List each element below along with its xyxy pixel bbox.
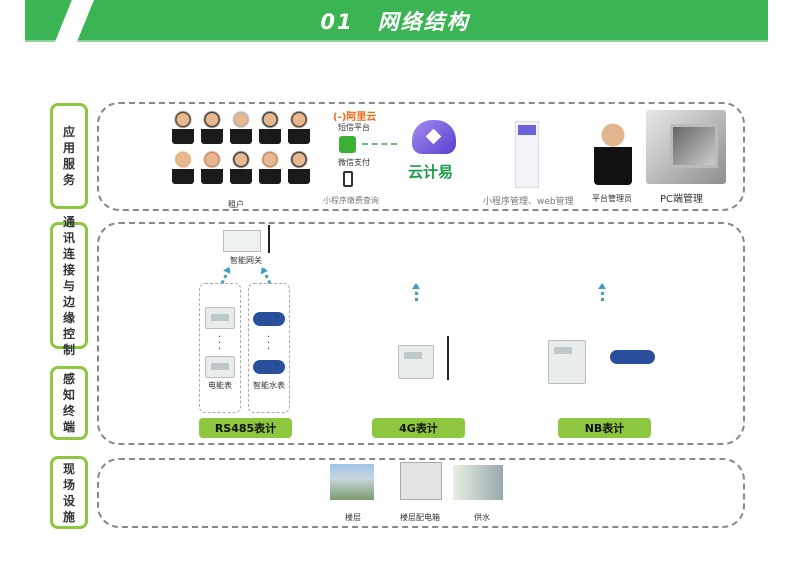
nb-electric-meter (548, 340, 586, 384)
electric-meter-label: 电能表 (208, 381, 232, 390)
layer-label-facility: 现场设施 (50, 456, 88, 529)
building-image (330, 464, 374, 500)
pc-label: PC端管理 (660, 194, 704, 205)
application-panel (97, 102, 745, 211)
tenant-avatar (230, 150, 252, 184)
aliyun-logo: (-)阿里云 (333, 112, 377, 123)
tenant-avatar (172, 150, 194, 184)
wechat-icon (339, 136, 356, 153)
phone-icon (343, 171, 353, 187)
tenant-avatar (259, 110, 281, 144)
mini-query-label: 小程序缴费查询 (323, 196, 379, 205)
nb-water-meter (610, 350, 655, 364)
connector-line (362, 143, 397, 145)
tenant-avatar (172, 110, 194, 144)
tenants-label: 租户 (228, 200, 244, 209)
gateway-label: 智能网关 (230, 256, 262, 265)
water-meter-label: 智能水表 (253, 381, 285, 390)
distribution-box-image (400, 462, 442, 500)
4g-meter-device (398, 345, 434, 379)
tenant-avatar (201, 110, 223, 144)
electric-meter-icon (205, 307, 235, 329)
water-meter-icon (253, 360, 285, 374)
water-meter-group (248, 283, 290, 413)
pc-icon (646, 110, 726, 184)
tenant-avatar (201, 150, 223, 184)
up-arrow-icon (598, 283, 606, 301)
gateway-device (223, 230, 261, 252)
electric-meter-icon (205, 356, 235, 378)
facility-label-distribution-box: 楼层配电箱 (400, 513, 440, 522)
brand-name: 云计易 (408, 163, 454, 181)
facility-label-floor: 楼层 (345, 513, 361, 522)
tenant-avatar (259, 150, 281, 184)
section-number: 01 (320, 10, 354, 34)
mini-web-label: 小程序管理、web管理 (483, 197, 574, 207)
tenant-avatar (288, 150, 310, 184)
sms-label: 短信平台 (338, 123, 370, 132)
wechat-pay-label: 微信支付 (338, 158, 370, 167)
mini-program-screenshot (515, 121, 539, 188)
page-title: 01 网络结构 (0, 6, 790, 36)
water-supply-image (453, 465, 503, 500)
layer-label-communication: 通讯连接与边缘控制 (50, 215, 88, 357)
layer-label-application: 应用服务 (50, 103, 88, 209)
nb-meter-label: NB表计 (558, 418, 651, 438)
admin-label: 平台管理员 (592, 194, 632, 203)
water-meter-icon (253, 312, 285, 326)
section-title: 网络结构 (377, 10, 470, 34)
antenna-icon (447, 336, 449, 380)
tenant-avatar (288, 110, 310, 144)
layer-label-terminal: 感知终端 (50, 366, 88, 440)
up-arrow-icon (412, 283, 420, 301)
rs485-meter-label: RS485表计 (199, 418, 292, 438)
facility-panel (97, 458, 745, 528)
antenna-icon (268, 225, 270, 253)
facility-label-water-supply: 供水 (474, 513, 490, 522)
electric-meter-group (199, 283, 241, 413)
header-bar (25, 0, 768, 42)
admin-avatar (594, 121, 632, 185)
communication-panel (97, 222, 745, 445)
4g-meter-label: 4G表计 (372, 418, 465, 438)
tenant-avatar (230, 110, 252, 144)
